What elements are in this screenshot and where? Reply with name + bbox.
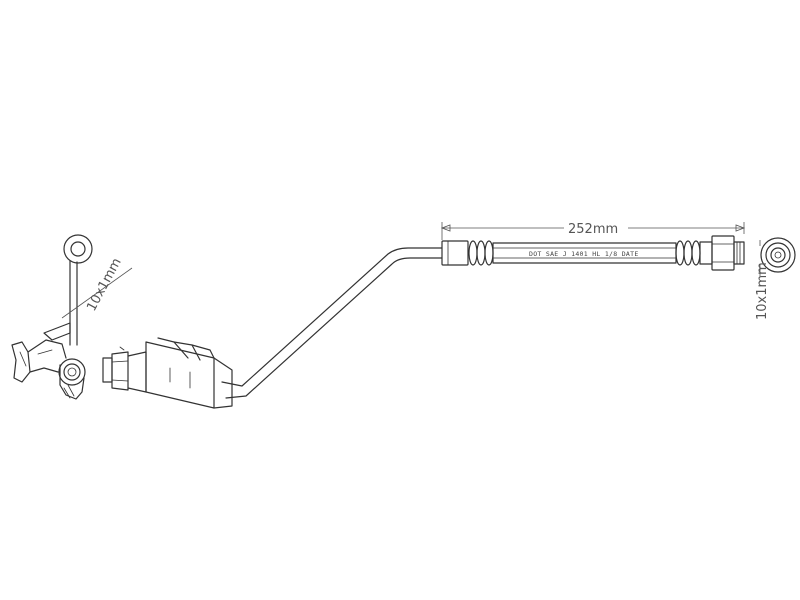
- thread-dimension-left: 10x1mm: [61, 256, 133, 319]
- crimp-rings-left: [468, 240, 494, 266]
- rigid-brake-tube: [221, 247, 443, 399]
- mounting-bracket: [145, 337, 233, 409]
- tube-nut-fitting: [102, 346, 147, 393]
- banjo-fitting-left: [11, 234, 93, 400]
- fitting-end-view-right: 10x1mm: [755, 237, 796, 320]
- hose-length-dimension: 252mm: [440, 222, 746, 240]
- thread-size-right-label: 10x1mm: [755, 262, 770, 320]
- flexible-hose-assembly: DOT SAE J 1401 HL 1/8 DATE: [441, 235, 745, 271]
- hex-nut-right: [711, 235, 735, 271]
- crimp-rings-right: [675, 240, 701, 266]
- hose-length-label: 252mm: [568, 222, 618, 237]
- hose-marking-text: DOT SAE J 1401 HL 1/8 DATE: [529, 250, 639, 258]
- thread-size-left-label: 10x1mm: [84, 256, 124, 314]
